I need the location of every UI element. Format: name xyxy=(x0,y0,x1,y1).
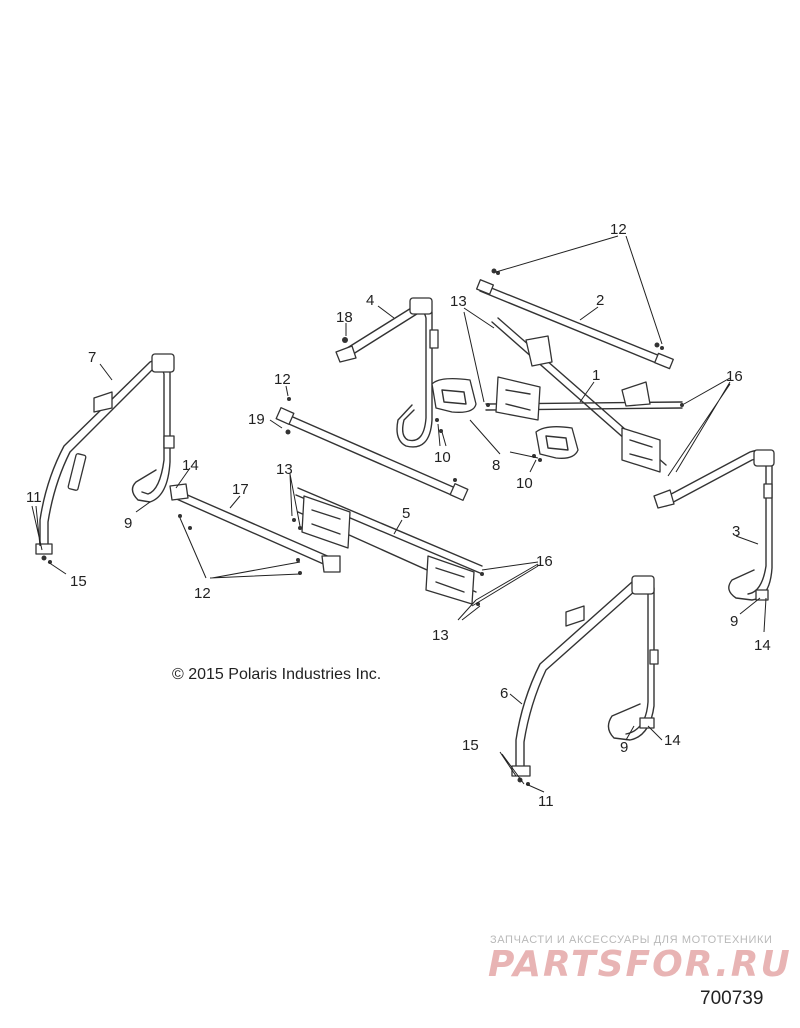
callout-13: 13 xyxy=(276,461,293,478)
watermark-tagline: ЗАПЧАСТИ И АКСЕССУАРЫ ДЛЯ МОТОТЕХНИКИ xyxy=(490,934,773,946)
callout-19: 19 xyxy=(248,411,265,428)
callout-18: 18 xyxy=(336,309,353,326)
callout-15: 15 xyxy=(462,737,479,754)
callout-16: 16 xyxy=(536,553,553,570)
callout-14: 14 xyxy=(182,457,199,474)
callout-16: 16 xyxy=(726,368,743,385)
callout-9: 9 xyxy=(730,613,738,630)
callout-5: 5 xyxy=(402,505,410,522)
callout-10: 10 xyxy=(434,449,451,466)
callout-1: 1 xyxy=(592,367,600,384)
callout-12: 12 xyxy=(610,221,627,238)
callout-9: 9 xyxy=(620,739,628,756)
callout-8: 8 xyxy=(492,457,500,474)
callout-14: 14 xyxy=(754,637,771,654)
part-12-fasteners-top xyxy=(491,268,664,350)
part-8-seat-backs xyxy=(431,378,579,459)
diagram-number: 700739 xyxy=(700,988,764,1009)
leader-lines xyxy=(31,235,767,793)
callout-11: 11 xyxy=(538,793,554,810)
callout-9: 9 xyxy=(124,515,132,532)
callout-12: 12 xyxy=(194,585,211,602)
copyright-notice: © 2015 Polaris Industries Inc. xyxy=(172,666,382,683)
callout-13: 13 xyxy=(450,293,467,310)
callout-6: 6 xyxy=(500,685,508,702)
part-11-15-fasteners-left xyxy=(41,555,52,564)
callout-17: 17 xyxy=(232,481,249,498)
watermark-logo: PARTSFOR.RU xyxy=(488,944,792,985)
callout-14: 14 xyxy=(664,732,681,749)
part-4-rear-left-hoop xyxy=(335,297,439,448)
callout-12: 12 xyxy=(274,371,291,388)
part-1-rear-brace xyxy=(485,317,684,473)
callout-labels: 12 2 13 4 18 1 16 7 12 19 10 8 10 14 13 … xyxy=(26,221,771,810)
part-7-left-front-hoop xyxy=(35,353,175,555)
callout-4: 4 xyxy=(366,292,374,309)
part-2-upper-cross-bar xyxy=(475,279,674,370)
part-18-bolt xyxy=(342,337,348,343)
callout-3: 3 xyxy=(732,523,740,540)
callout-7: 7 xyxy=(88,349,96,366)
part-6-right-front-hoop xyxy=(511,575,659,786)
callout-15: 15 xyxy=(70,573,87,590)
part-3-right-rear-hoop xyxy=(653,449,775,601)
callout-13: 13 xyxy=(432,627,449,644)
part-5-front-brace xyxy=(292,487,484,606)
part-17-lower-tube xyxy=(169,483,341,575)
callout-11: 11 xyxy=(26,489,42,506)
callout-2: 2 xyxy=(596,292,604,309)
part-19-cross-tube xyxy=(275,397,469,501)
callout-10: 10 xyxy=(516,475,533,492)
